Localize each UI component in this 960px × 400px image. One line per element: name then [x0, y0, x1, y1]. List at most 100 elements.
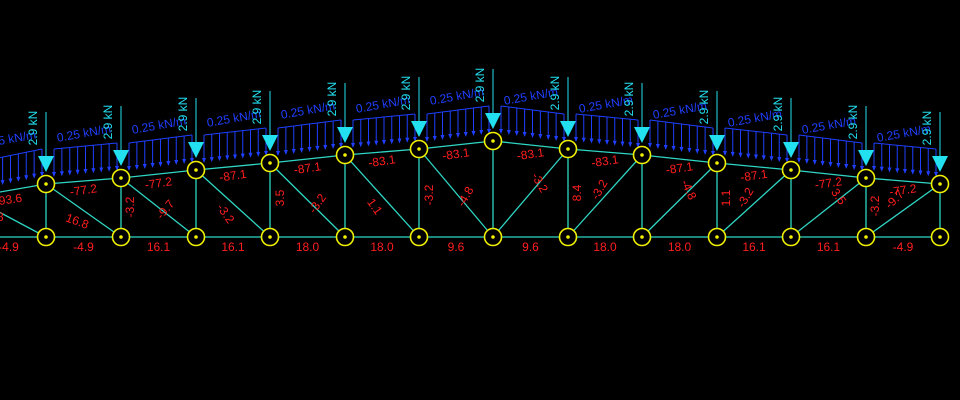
load-tick-head: [820, 161, 825, 166]
load-tick-head: [703, 150, 708, 155]
point-load: 2.9 kN: [548, 76, 576, 137]
point-load-label: 2.9 kN: [176, 97, 190, 132]
load-tick-head: [52, 172, 56, 177]
point-load-label: 2.9 kN: [399, 76, 413, 111]
truss-member: [418, 148, 494, 238]
truss-node: [409, 227, 429, 247]
member-force-labels-layer: -93.6-77.2-77.2-87.1-87.1-83.1-83.1-83.1…: [0, 145, 918, 254]
bottom-chord-force: 18.0: [296, 240, 320, 254]
load-tick-head: [711, 151, 715, 156]
node-dot: [491, 235, 495, 239]
point-load: 2.9 kN: [250, 90, 278, 151]
point-load-layer: 2.9 kN 2.9 kN 2.9 kN 2.9 kN 2.9 kN 2.9 kN 2.9 …: [26, 68, 948, 172]
point-load-arrowhead: [858, 150, 874, 166]
node-dot: [789, 235, 793, 239]
load-tick-head: [24, 175, 29, 181]
load-tick-head: [530, 133, 535, 138]
node-dot: [864, 235, 868, 239]
load-tick-head: [589, 138, 594, 144]
point-load-label: 2.9 kN: [771, 97, 785, 132]
truss-node: [36, 174, 56, 194]
load-tick-head: [471, 131, 476, 136]
load-tick-head: [397, 138, 402, 144]
load-tick-head: [605, 140, 609, 145]
truss-node: [558, 227, 578, 247]
top-chord-force: -77.2: [144, 174, 173, 192]
load-tick-head: [777, 157, 782, 163]
truss-member: [45, 177, 122, 185]
node-dot: [44, 235, 48, 239]
load-tick-head: [754, 154, 758, 160]
load-tick-head: [487, 129, 491, 134]
truss-node: [111, 227, 131, 247]
load-tick-head: [217, 156, 222, 162]
load-tick-head: [142, 164, 147, 169]
load-tick-head: [291, 149, 296, 154]
load-tick-head: [16, 176, 21, 182]
bottom-chord-force: 9.6: [448, 240, 465, 254]
point-load-label: 2.9 kN: [101, 105, 115, 140]
truss-node: [781, 227, 801, 247]
truss-node: [632, 227, 652, 247]
truss-member: [344, 154, 420, 238]
point-load-arrowhead: [113, 150, 129, 166]
web-member-force: -3.2: [123, 196, 137, 217]
truss-member: [0, 183, 47, 193]
point-load-arrowhead: [932, 156, 948, 172]
load-tick-head: [174, 160, 179, 165]
truss-member: [492, 140, 569, 150]
load-tick-head: [358, 142, 363, 148]
truss-member: [492, 148, 569, 238]
point-load-label: 2.9 kN: [622, 82, 636, 117]
node-dot: [640, 235, 644, 239]
load-tick-head: [283, 150, 288, 155]
load-tick-head: [456, 133, 460, 138]
load-tick-head: [166, 161, 171, 166]
load-tick-head: [448, 134, 453, 139]
load-tick-head: [546, 135, 551, 140]
node-dot: [194, 235, 198, 239]
load-tick-head: [8, 178, 13, 184]
truss-node: [111, 168, 131, 188]
load-tick-head: [769, 156, 774, 162]
top-chord-force: -93.6: [0, 191, 23, 209]
point-load-arrowhead: [38, 156, 54, 172]
node-dot: [268, 235, 272, 239]
truss-members-layer: [0, 140, 941, 238]
bottom-chord-force: 18.0: [593, 240, 617, 254]
load-tick-head: [190, 158, 194, 163]
node-dot: [491, 139, 495, 143]
top-chord-force: -77.2: [888, 181, 917, 199]
load-tick-head: [746, 153, 751, 159]
bottom-chord-force: 9.6: [522, 240, 539, 254]
web-member-force: 1.1: [719, 189, 733, 206]
load-tick-head: [554, 136, 559, 141]
load-tick-head: [895, 168, 900, 174]
load-tick-head: [40, 172, 44, 177]
load-tick-head: [67, 170, 72, 176]
load-tick-head: [91, 168, 96, 174]
top-chord-force: -87.1: [218, 167, 247, 185]
load-tick-head: [0, 180, 5, 186]
truss-member: [641, 154, 718, 164]
truss-node: [186, 227, 206, 247]
load-tick-head: [463, 132, 468, 137]
point-load: 2.9 kN: [697, 90, 725, 151]
node-dot: [44, 182, 48, 186]
bottom-chord-force: 18.0: [668, 240, 692, 254]
truss-member: [344, 148, 420, 156]
truss-node: [409, 139, 429, 159]
web-member-force: 16.8: [64, 211, 91, 232]
web-member-force: -3.2: [734, 185, 757, 210]
bottom-chord-force: 16.1: [817, 240, 841, 254]
bottom-chord-force: 16.1: [221, 240, 245, 254]
truss-node: [260, 227, 280, 247]
node-dot: [789, 168, 793, 172]
point-load: 2.9 kN: [771, 97, 799, 158]
load-tick-head: [812, 160, 817, 165]
load-tick-head: [797, 158, 801, 163]
point-load: 2.9 kN: [26, 111, 54, 172]
load-tick-head: [628, 142, 633, 148]
load-tick-head: [75, 169, 80, 175]
